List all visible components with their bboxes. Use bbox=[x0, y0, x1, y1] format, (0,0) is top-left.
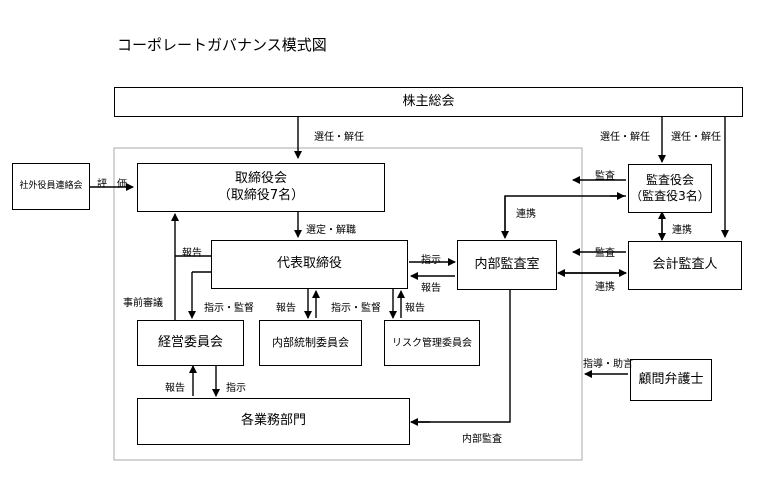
label-select-remove: 選定・解職 bbox=[306, 225, 356, 236]
label-instruct-supervise: 指示・監督 bbox=[331, 303, 381, 314]
internal-audit-office-box: 内部監査室 bbox=[457, 240, 557, 290]
external-officers-box: 社外役員連絡会 bbox=[12, 163, 90, 210]
label-cooperation: 連携 bbox=[672, 225, 692, 236]
label-instruction: 指示 bbox=[421, 255, 441, 266]
label-appoint-dismiss: 選任・解任 bbox=[314, 132, 364, 143]
label-audit: 監査 bbox=[595, 171, 615, 182]
label-instruction: 指示 bbox=[226, 383, 246, 394]
label-cooperation: 連携 bbox=[595, 282, 615, 293]
label-internal-audit: 内部監査 bbox=[462, 434, 502, 445]
page-title: コーポレートガバナンス模式図 bbox=[117, 36, 327, 54]
label-cooperation: 連携 bbox=[516, 209, 536, 220]
label-report: 報告 bbox=[405, 303, 425, 314]
label-report: 報告 bbox=[165, 383, 185, 394]
label-instruct-supervise: 指示・監督 bbox=[204, 303, 254, 314]
shareholders-meeting-box: 株主総会 bbox=[114, 87, 743, 117]
label-guidance-advice: 指導・助言 bbox=[583, 359, 633, 370]
label-appoint-dismiss: 選任・解任 bbox=[600, 132, 650, 143]
internal-control-committee-box: 内部統制委員会 bbox=[259, 320, 362, 366]
label-audit: 監査 bbox=[595, 248, 615, 259]
label-evaluation: 評 価 bbox=[97, 179, 127, 190]
management-committee-box: 経営委員会 bbox=[137, 320, 244, 366]
label-report: 報告 bbox=[182, 248, 202, 259]
label-appoint-dismiss: 選任・解任 bbox=[671, 132, 721, 143]
legal-advisor-box: 顧問弁護士 bbox=[630, 359, 712, 401]
audit-board-box: 監査役会 （監査役3名） bbox=[628, 164, 712, 213]
board-of-directors-box: 取締役会 （取締役7名） bbox=[137, 163, 385, 212]
accounting-auditor-box: 会計監査人 bbox=[628, 241, 742, 290]
label-report: 報告 bbox=[276, 303, 296, 314]
label-report: 報告 bbox=[421, 283, 441, 294]
business-departments-box: 各業務部門 bbox=[137, 398, 410, 445]
representative-director-box: 代表取締役 bbox=[211, 240, 408, 289]
risk-committee-box: リスク管理委員会 bbox=[384, 320, 480, 366]
label-prior-deliberation: 事前審議 bbox=[123, 298, 163, 309]
